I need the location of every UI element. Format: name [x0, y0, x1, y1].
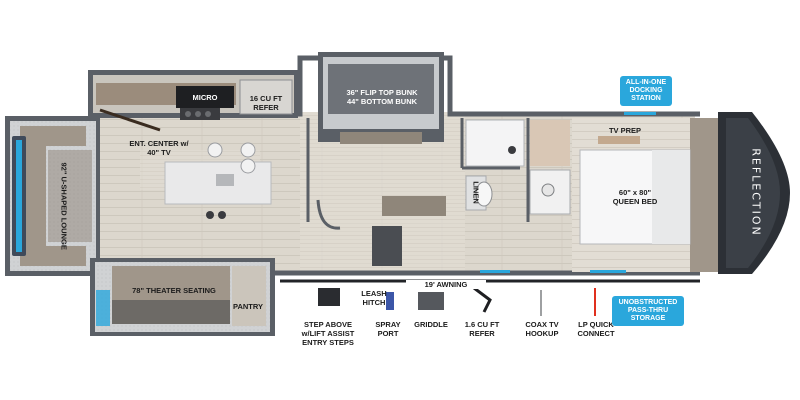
- lounge-slide: [5, 116, 100, 276]
- lounge-label: 92" U-SHAPED LOUNGE: [59, 162, 69, 250]
- ent-center-label: ENT. CENTER w/ 40" TV: [129, 139, 189, 157]
- exterior-features: [318, 286, 596, 316]
- awning-label: 19' AWNING: [406, 280, 486, 289]
- theater-slide: [90, 258, 275, 336]
- pantry-label: PANTRY: [233, 302, 263, 311]
- stools: [207, 142, 256, 174]
- entry-steps-label: STEP ABOVE w/LIFT ASSIST ENTRY STEPS: [301, 320, 355, 347]
- windows: [480, 112, 656, 273]
- interior-walls: [306, 118, 530, 222]
- leash-hitch-label: LEASH HITCH: [361, 289, 387, 307]
- tv-prep-label: TV PREP: [608, 126, 642, 135]
- coax-label: COAX TV HOOKUP: [525, 320, 559, 338]
- bedroom: [572, 118, 720, 272]
- griddle-label: GRIDDLE: [414, 320, 448, 329]
- outdoor-refer-label: 1.6 CU FT REFER: [464, 320, 500, 338]
- spray-port-label: SPRAY PORT: [375, 320, 401, 338]
- bunk-slide: [318, 52, 444, 144]
- brand-logo: REFLECTION: [749, 148, 763, 237]
- lp-connect-label: LP QUICK CONNECT: [577, 320, 615, 338]
- queen-bed-label: 60" x 80" QUEEN BED: [612, 188, 658, 206]
- pass-thru-storage-badge: UNOBSTRUCTED PASS-THRU STORAGE: [612, 296, 684, 326]
- linen-label: LINEN: [471, 181, 481, 204]
- docking-station-badge: ALL-IN-ONE DOCKING STATION: [620, 76, 672, 106]
- front-cap: [718, 112, 790, 274]
- microwave-label: MICRO: [192, 93, 218, 102]
- bathroom: [465, 119, 571, 215]
- theater-label: 78" THEATER SEATING: [132, 286, 216, 295]
- kitchen-slide: [88, 70, 298, 132]
- kitchen-refer-label: 16 CU FT REFER: [249, 94, 283, 112]
- dinette: [316, 196, 446, 266]
- bunk-label: 36" FLIP TOP BUNK 44" BOTTOM BUNK: [346, 88, 418, 106]
